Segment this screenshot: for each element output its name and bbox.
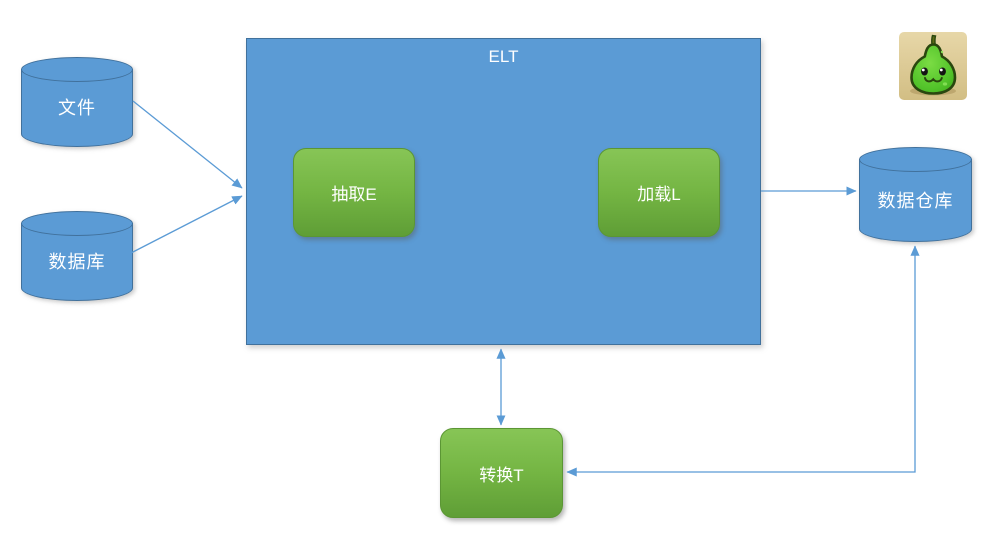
node-warehouse-label: 数据仓库: [877, 190, 954, 211]
node-load-label: 加载L: [637, 185, 681, 204]
pear-mascot-icon: [899, 32, 967, 100]
cylinder-top-ellipse: [21, 57, 133, 82]
cylinder-top-ellipse: [859, 147, 972, 172]
node-extract: 抽取E: [293, 148, 415, 237]
node-transform-label: 转换T: [479, 465, 524, 485]
edge-database-to-elt: [130, 195, 243, 254]
node-extract-label: 抽取E: [331, 185, 377, 204]
cylinder-body: [21, 223, 133, 301]
pear-mascot-svg: [899, 32, 967, 100]
edge-file-to-elt: [132, 100, 243, 189]
elt-container-title: ELT: [488, 47, 519, 66]
cylinder-body: [21, 69, 133, 147]
cylinder-body: [859, 159, 972, 242]
node-file-cylinder: 文件: [21, 57, 133, 147]
node-warehouse-cylinder: 数据仓库: [859, 147, 972, 242]
node-database-label: 数据库: [48, 252, 106, 272]
cylinder-top-ellipse: [21, 211, 133, 236]
node-load: 加载L: [598, 148, 720, 237]
node-file-label: 文件: [58, 98, 96, 118]
node-database-cylinder: 数据库: [21, 211, 133, 301]
node-transform: 转换T: [440, 428, 563, 518]
